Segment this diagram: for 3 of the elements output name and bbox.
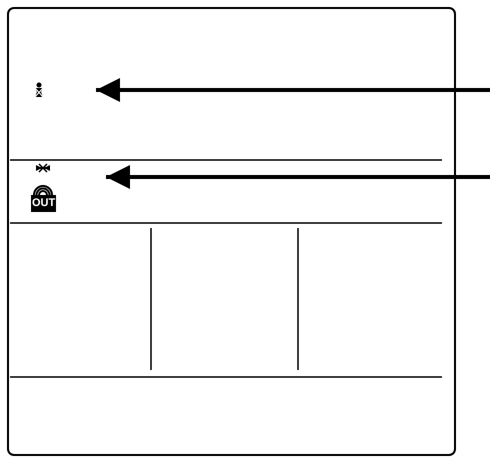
arrow	[106, 165, 490, 189]
out-sign: OUT	[31, 195, 56, 212]
arrow	[96, 78, 490, 102]
